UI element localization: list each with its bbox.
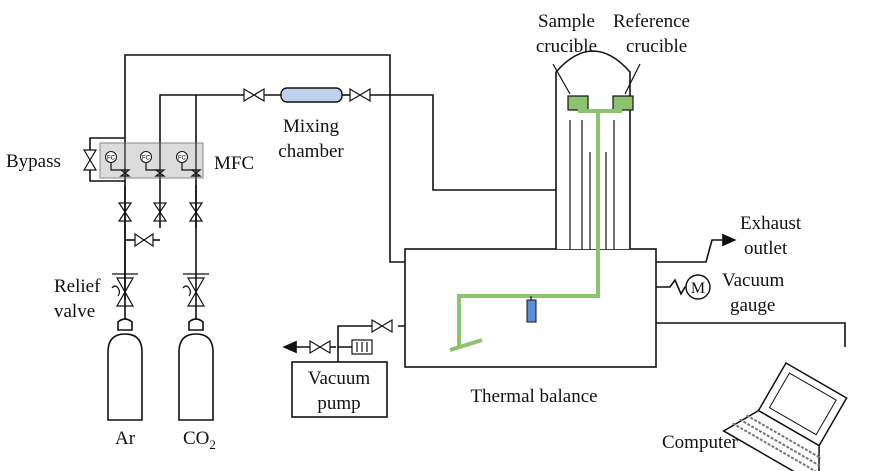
exhaust-label: outlet [744, 238, 788, 259]
valve-icon [188, 202, 204, 222]
regulator-icon [186, 277, 206, 307]
exhaust-arrow [630, 233, 737, 263]
mfc-panel: FC FC FC [99, 142, 204, 179]
computer-label: Computer [662, 432, 739, 453]
sample-crucible-label: crucible [536, 36, 597, 57]
sample-crucible-label: Sample [538, 11, 595, 32]
bypass-top [89, 137, 125, 150]
relief-spring [182, 285, 192, 297]
flow-controller-icon [176, 151, 188, 163]
regulator-icon [115, 277, 135, 307]
mixed-gas-line [370, 94, 579, 208]
valve-icon [134, 232, 154, 248]
reference-pointer [624, 63, 641, 95]
gas-cylinders [107, 318, 214, 421]
fc-tag: FC [142, 156, 151, 162]
valve-icon [152, 202, 168, 222]
vacuum-pump [291, 339, 388, 418]
mixing-chamber-label: chamber [278, 141, 344, 162]
bypass-bottom [89, 170, 125, 182]
furnace-tube [555, 50, 631, 249]
reference-crucible [612, 95, 634, 111]
co2-label: CO2 [183, 428, 216, 452]
balance-beam [457, 111, 600, 346]
mfc-valve-icon [190, 169, 202, 177]
counterweight [526, 299, 537, 323]
mfc-valve-icon [119, 169, 131, 177]
co2-cylinder [178, 333, 214, 421]
mixing-chamber [280, 87, 343, 103]
mfc-manifold-line [159, 94, 244, 228]
reference-crucible-label: Reference [613, 11, 690, 32]
fc-tag: FC [107, 156, 116, 162]
vacuum-gauge-icon [685, 274, 711, 300]
vacuum-pump-label: pump [317, 393, 360, 414]
valve-icon [82, 149, 98, 171]
exhaust-label: Exhaust [740, 213, 802, 234]
vacuum-gauge-label: gauge [730, 295, 775, 316]
reference-crucible-label: crucible [626, 36, 687, 57]
mfc-valve-icon [154, 169, 166, 177]
relief-valve-label: valve [54, 301, 95, 322]
ar-cylinder [107, 333, 143, 421]
gauge-symbol: M [691, 280, 705, 297]
mixing-chamber-label: Mixing [283, 116, 339, 137]
computer-cable [656, 322, 846, 347]
computer-icon [722, 361, 848, 471]
balance-pivot [449, 338, 483, 352]
co2-cylinder-valve [188, 318, 204, 331]
vacuum-pump-label: Vacuum [308, 368, 370, 389]
relief-valve-label: Relief [54, 276, 101, 297]
valve-icon [349, 87, 371, 103]
valves [82, 87, 651, 355]
vacuum-gauge-label: Vacuum [722, 270, 784, 291]
valve-icon [309, 339, 331, 355]
mfc-label: MFC [214, 153, 254, 174]
ar-bypass-line [124, 54, 420, 300]
gauge-line [637, 278, 686, 296]
ar-cylinder-valve [117, 318, 133, 331]
valve-icon [117, 202, 133, 222]
sample-pointer [552, 63, 571, 95]
valve-icon [371, 318, 393, 334]
relief-spring [111, 285, 121, 297]
labels: Sample crucible Reference crucible Mixin… [6, 11, 802, 453]
flow-controller-icon [140, 151, 152, 163]
flow-controller-icon [105, 151, 117, 163]
bypass-label: Bypass [6, 151, 61, 172]
thermal-balance-unit [404, 50, 657, 368]
ar-label: Ar [115, 428, 136, 449]
fc-tag: FC [178, 156, 187, 162]
sample-crucible [567, 95, 589, 111]
vacuum-pump-box [291, 361, 388, 418]
thermal-balance-label: Thermal balance [470, 386, 597, 407]
valve-icon [243, 87, 265, 103]
